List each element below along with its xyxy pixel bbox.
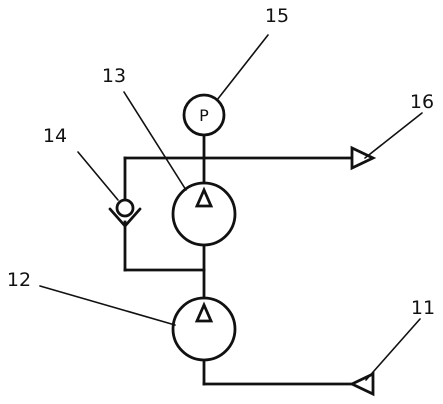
callout-15: 15 [265, 5, 289, 27]
gauge-symbol: P [199, 106, 209, 125]
leader-16 [364, 112, 423, 159]
port-triangle-icon [350, 145, 377, 171]
port-triangle-icon [348, 371, 375, 397]
leader-14 [77, 151, 119, 201]
callout-12: 12 [7, 269, 31, 291]
leader-11 [365, 318, 421, 381]
check-valve-icon [108, 198, 142, 228]
callout-11: 11 [411, 297, 435, 319]
callout-14: 14 [43, 125, 67, 147]
pressure-gauge-icon: P [182, 93, 226, 137]
callout-13: 13 [102, 65, 126, 87]
leader-13 [123, 91, 187, 191]
callout-16: 16 [410, 91, 434, 113]
leader-15 [216, 34, 269, 101]
pump-icon [171, 181, 237, 247]
pump-icon [171, 296, 237, 362]
leader-12 [39, 285, 176, 326]
